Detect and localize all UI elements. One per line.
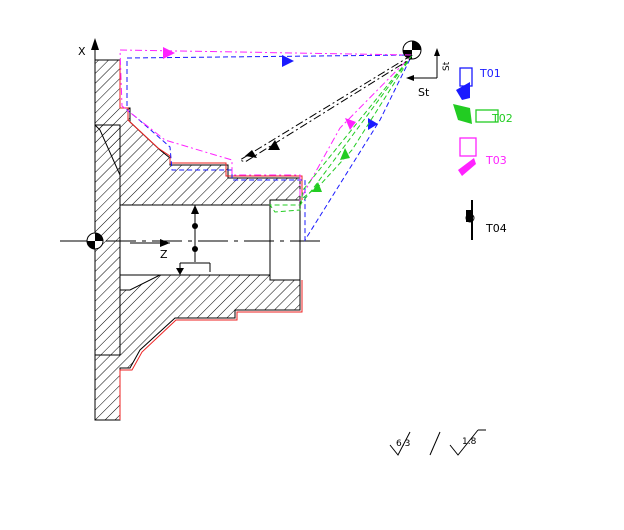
t01-direction-arrow <box>282 55 294 67</box>
tool-change-axes <box>406 48 440 81</box>
finish-contour-upper <box>119 60 303 200</box>
rapid-direction-arrow <box>268 140 280 150</box>
tool-t01-icon <box>456 67 473 100</box>
tool-t01-label: T01 <box>479 67 501 80</box>
part-lower-section <box>94 274 301 421</box>
rapid-direction-arrow-2 <box>245 150 257 158</box>
bore-dimension-marker <box>176 205 211 275</box>
t03-direction-arrow <box>163 47 175 59</box>
t01-direction-arrow-2 <box>368 118 378 130</box>
t03-direction-arrow-2 <box>345 118 356 130</box>
surface-finish-rough-value: 6.3 <box>396 439 410 449</box>
t01-toolpath <box>126 54 413 242</box>
surface-finish-symbol-rough <box>389 431 411 456</box>
t02-approach <box>299 54 413 201</box>
rapid-toolpath <box>238 54 413 163</box>
surface-finish-symbol-fine <box>449 429 486 456</box>
tool-t03-icon <box>458 137 477 176</box>
work-origin-icon <box>86 232 104 250</box>
tool-change-point-icon <box>402 40 422 60</box>
tool-t02-label: T02 <box>491 112 513 125</box>
part-upper-section <box>94 59 301 206</box>
z-axis-label: Z <box>160 248 168 261</box>
tool-t03-label: T03 <box>485 154 507 167</box>
tool-t04-label: T04 <box>485 222 507 235</box>
z-axis <box>60 239 320 247</box>
t02-direction-arrow-2 <box>312 182 322 192</box>
finish-contour-lower <box>119 280 303 420</box>
part-bore <box>119 199 301 281</box>
surface-finish-fine-value: 1.8 <box>462 437 477 447</box>
x-axis-label: X <box>78 45 86 58</box>
toolchange-label-vertical: St <box>442 61 452 71</box>
tool-t02-icon <box>453 104 499 124</box>
surface-finish-separator <box>429 431 441 456</box>
toolchange-label-horizontal: St <box>418 86 430 99</box>
tool-t04-icon <box>465 200 475 240</box>
t02-direction-arrow <box>340 148 350 160</box>
